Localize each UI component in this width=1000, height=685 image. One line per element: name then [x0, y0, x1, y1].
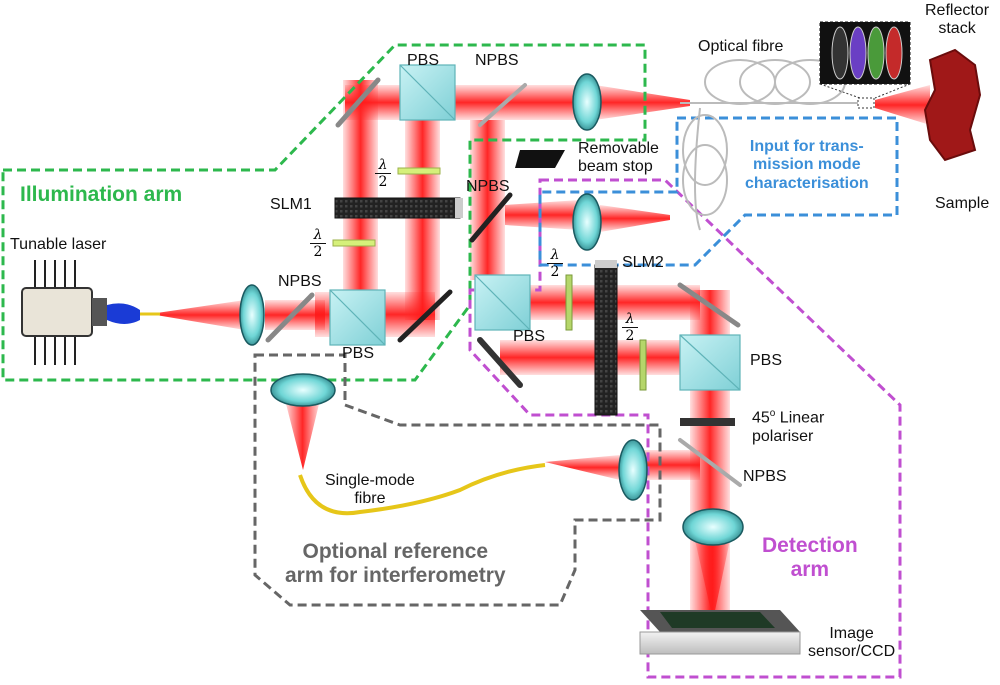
beam-top-horizontal: [345, 85, 580, 120]
waveplates: [332, 167, 647, 391]
transmission-input-box: [538, 116, 899, 267]
waveplate-left: [332, 239, 376, 247]
beam-lens-to-transmission: [600, 205, 670, 232]
lens-detection: [682, 508, 744, 546]
lens-ref-right: [618, 439, 648, 501]
removable-beam-stop: [515, 150, 565, 168]
optical-fibre-label: Optical fibre: [698, 38, 784, 55]
sample-object: [923, 48, 982, 162]
waveplate-right: [639, 339, 647, 391]
reference-arm-box: [253, 353, 662, 607]
pbs-mid-label: PBS: [513, 328, 546, 345]
lens-top: [572, 73, 602, 131]
mirrors: [265, 77, 742, 487]
detection-arm-label: Detection arm: [762, 534, 858, 582]
illumination-arm-label: Illumination arm: [20, 183, 183, 206]
single-mode-fibre: [298, 463, 546, 516]
mirror-right-top: [677, 282, 741, 328]
tunable-laser-device: [21, 260, 160, 365]
npbs-right: [678, 438, 742, 487]
linear-polariser: [680, 418, 735, 426]
reflector-stack-label: Reflector stack: [925, 2, 990, 38]
sample-label: Sample: [935, 195, 990, 212]
optical-fibre: [680, 59, 860, 231]
npbs-right-label: NPBS: [743, 468, 787, 485]
lens-laser: [239, 284, 265, 346]
pbs-cube-left: [329, 289, 386, 346]
reference-arm-label: Optional reference arm for interferometr…: [285, 540, 506, 588]
slms: [334, 197, 618, 416]
slm2-panel: [594, 264, 618, 416]
mirror-left-bottom: [397, 289, 453, 343]
removable-beam-stop-label: Removable beam stop: [578, 140, 659, 176]
npbs-top: [478, 83, 527, 127]
illumination-arm-box: [1, 43, 647, 382]
beam-reflector: [875, 85, 930, 125]
npbs-mid: [469, 192, 513, 243]
single-mode-fibre-label: Single-mode fibre: [325, 472, 415, 508]
detection-arm-box: [468, 178, 902, 679]
lens-reference: [270, 373, 336, 407]
beam-laser-to-lens: [150, 300, 245, 330]
beam-mid-diag: [470, 120, 505, 280]
image-sensor: [639, 610, 801, 655]
mirror-top-left: [335, 77, 381, 128]
mirror-mid-bottom: [477, 337, 523, 388]
waveplate-top: [397, 167, 441, 175]
beam-to-sensor: [695, 540, 730, 620]
beam-ref-horizontal: [640, 450, 700, 480]
npbs-top-label: NPBS: [475, 52, 519, 69]
npbs-mid-label: NPBS: [466, 178, 510, 195]
beam-ref-to-lens: [545, 455, 620, 480]
slm2-label: SLM2: [622, 254, 664, 271]
npbs-left-label: NPBS: [278, 273, 322, 290]
transmission-input-label: Input for trans- mission mode characteri…: [745, 138, 869, 192]
beam-to-lens-mid: [505, 200, 580, 230]
reflector-stack-inset: [819, 21, 911, 109]
beam-reference-down: [285, 400, 320, 470]
pbs-left-label: PBS: [342, 345, 375, 362]
image-sensor-label: Image sensor/CCD: [808, 625, 896, 661]
pbs-top-label: PBS: [407, 52, 440, 69]
beam-to-fibre: [595, 85, 690, 120]
lens-mid: [572, 193, 602, 251]
beam-splitter-cubes: [329, 64, 741, 391]
waveplate-mid: [565, 274, 573, 331]
pbs-right-label: PBS: [750, 352, 783, 369]
tunable-laser-label: Tunable laser: [10, 236, 107, 253]
linear-polariser-label: 45o Linear polariser: [752, 408, 825, 445]
pbs-cube-top: [399, 64, 456, 121]
lenses: [239, 73, 744, 546]
slm1-label: SLM1: [270, 196, 312, 213]
slm1-panel: [334, 197, 461, 219]
pbs-cube-right: [679, 334, 741, 391]
pbs-cube-mid: [474, 274, 531, 331]
npbs-left: [265, 292, 315, 343]
